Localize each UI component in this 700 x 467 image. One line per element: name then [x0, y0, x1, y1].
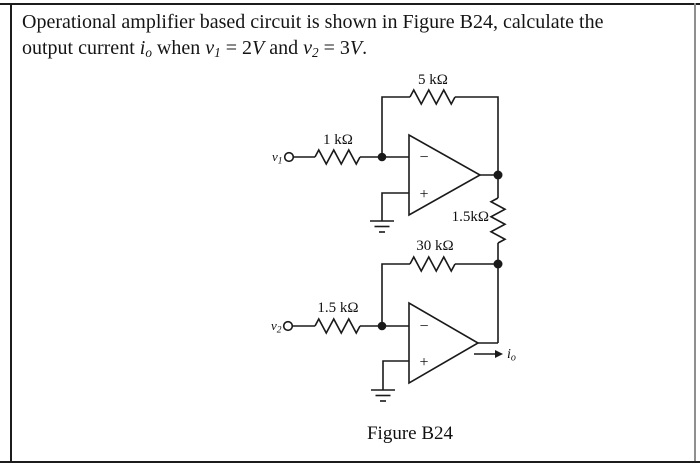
v2-terminal — [282, 320, 294, 332]
v1-terminal — [283, 151, 295, 163]
opamp2-triangle — [408, 301, 480, 385]
page-border-right — [694, 3, 696, 463]
figure-caption: Figure B24 — [367, 423, 454, 444]
junction-dot-inv1 — [377, 152, 387, 162]
page-border-left — [10, 3, 12, 463]
ground-symbol-1 — [370, 220, 394, 233]
opamp1-inverting-sign: − — [419, 149, 428, 166]
resistor-1k5-middle — [489, 197, 507, 244]
resistor-5k — [409, 88, 456, 106]
resistor-30k — [409, 255, 456, 273]
label-resistor-1k: 1 kΩ — [323, 132, 353, 148]
resistor-1k5-input — [314, 317, 361, 335]
ground-symbol-2 — [371, 389, 395, 402]
opamp2-inverting-sign: − — [419, 318, 428, 335]
io-arrow — [474, 350, 503, 358]
label-v1: v1 — [272, 149, 283, 167]
page-border-top — [0, 3, 700, 5]
label-resistor-1k5-input: 1.5 kΩ — [317, 300, 358, 316]
junction-dot-inv2 — [377, 321, 387, 331]
wire-feedback1-right — [455, 96, 499, 175]
opamp1-triangle — [408, 133, 482, 217]
resistor-1k — [314, 148, 361, 166]
label-io: io — [507, 347, 516, 364]
wire-feedback2-left — [381, 263, 410, 326]
wire-feedback2-right — [455, 263, 499, 343]
wire-opamp1-plus-to-ground — [381, 192, 409, 221]
opamp2-noninverting-sign: + — [419, 354, 428, 371]
wire-opamp2-plus-to-ground — [382, 360, 409, 390]
page-border-bottom — [0, 461, 700, 463]
problem-line2: output current io when v1 = 2V and v2 = … — [22, 37, 368, 61]
problem-line1: Operational amplifier based circuit is s… — [22, 11, 604, 33]
label-v2: v2 — [271, 318, 282, 336]
label-resistor-5k: 5 kΩ — [418, 72, 448, 88]
opamp1-noninverting-sign: + — [419, 186, 428, 203]
label-resistor-30k: 30 kΩ — [416, 238, 453, 254]
problem-statement: Operational amplifier based circuit is s… — [22, 9, 672, 61]
label-resistor-1k5-middle: 1.5kΩ — [452, 209, 489, 225]
wire-feedback1-left — [381, 96, 410, 157]
